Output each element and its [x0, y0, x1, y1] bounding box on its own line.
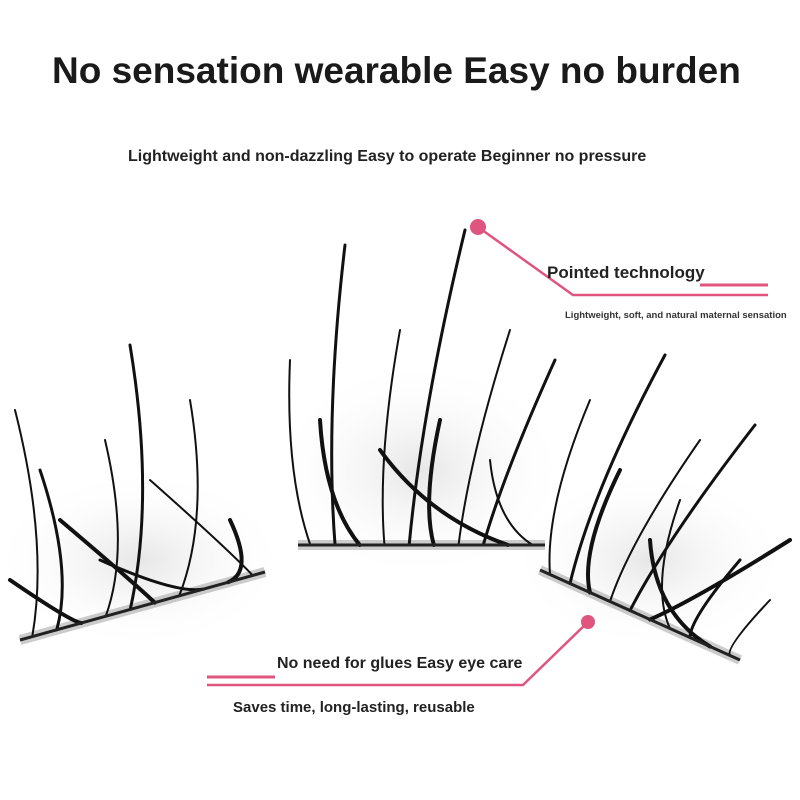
lash-strand	[489, 459, 534, 546]
lash-strand	[38, 468, 64, 632]
lash-strand	[586, 468, 622, 595]
lash-strand	[381, 329, 401, 546]
lash-strand	[648, 538, 712, 649]
lash-strand	[407, 228, 467, 547]
lash-strand	[648, 538, 792, 622]
lash-band	[539, 568, 741, 662]
lash-strand	[288, 359, 312, 546]
subtitle: Lightweight and non-dazzling Easy to ope…	[128, 148, 647, 165]
lash-strand	[14, 409, 39, 638]
callout-detail: Saves time, long-lasting, reusable	[233, 699, 475, 716]
lash-strand	[178, 399, 199, 597]
lash-strand	[661, 499, 681, 630]
lash-band	[19, 570, 266, 642]
lash-strand	[427, 418, 442, 547]
lash-strand	[378, 448, 510, 547]
lash-strand	[149, 479, 254, 577]
lash-strand	[58, 518, 157, 605]
lash-strand	[104, 439, 119, 618]
callout-lines-bottom	[207, 615, 595, 687]
lash-strand	[128, 343, 145, 611]
lash-strand	[548, 399, 591, 576]
lash-cluster-left	[8, 343, 267, 645]
lash-strand	[318, 418, 362, 547]
callout-lines-top	[470, 219, 768, 297]
lash-strand	[330, 243, 347, 547]
lash-strand	[481, 358, 557, 547]
lash-strand	[728, 599, 771, 657]
lash-cluster-right	[537, 353, 792, 665]
page-title: No sensation wearable Easy no burden	[52, 50, 741, 91]
lash-strand	[568, 353, 667, 585]
lash-strand	[609, 439, 701, 603]
callout-heading: No need for glues Easy eye care	[277, 655, 523, 672]
callout-heading: Pointed technology	[547, 263, 705, 282]
callout-detail: Lightweight, soft, and natural maternal …	[565, 310, 787, 321]
lash-cluster-middle	[288, 228, 557, 550]
lash-strand	[628, 423, 757, 612]
